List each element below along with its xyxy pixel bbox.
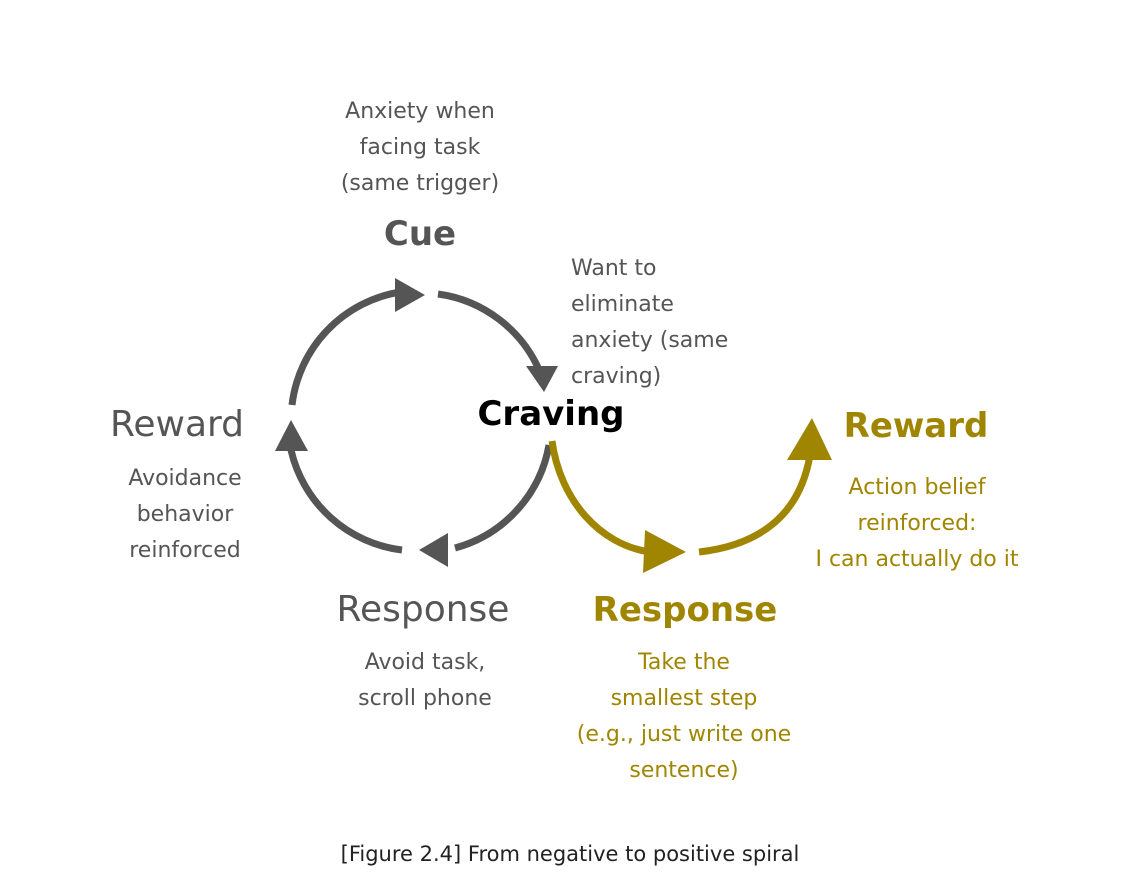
arrowhead-to-positive-response [643,530,686,573]
cue-description: Anxiety when facing task (same trigger) [320,94,520,202]
positive-response-desc-line: smallest step [610,686,758,711]
arc-craving-to-response [454,444,553,552]
positive-response-description: Take the smallest step (e.g., just write… [554,645,814,789]
craving-description: Want to eliminate anxiety (same craving) [571,251,728,395]
arc-positive-response-to-reward [698,454,814,556]
positive-reward-desc-line: reinforced: [857,511,977,536]
craving-desc-line: Want to [571,256,657,281]
negative-response-description: Avoid task, scroll phone [325,645,525,717]
craving-desc-line: craving) [571,364,662,389]
negative-reward-title: Reward [109,404,245,445]
arrowhead-to-cue [395,278,425,312]
arrowhead-to-response [419,533,448,567]
arc-cue-to-craving [437,290,544,374]
positive-reward-title: Reward [843,406,989,446]
cue-desc-line: facing task [359,135,481,160]
arrowhead-to-craving [526,366,558,392]
positive-response-desc-line: Take the [638,650,730,675]
response-desc-line: scroll phone [358,686,492,711]
arc-reward-to-cue [288,288,401,406]
craving-title: Craving [477,394,625,434]
cue-desc-line: (same trigger) [340,171,500,196]
reward-desc-line: Avoidance [128,466,242,491]
positive-response-desc-line: sentence) [629,758,739,783]
positive-reward-desc-line: Action belief [848,475,986,500]
craving-desc-line: eliminate [571,292,674,317]
negative-response-title: Response [336,589,510,630]
positive-response-desc-line: (e.g., just write one [576,722,792,747]
negative-reward-description: Avoidance behavior reinforced [85,461,285,569]
cue-desc-line: Anxiety when [345,99,495,124]
positive-response-title: Response [592,590,778,630]
positive-reward-desc-line: I can actually do it [815,547,1019,572]
arc-craving-to-positive-response [548,440,651,556]
reward-desc-line: behavior [136,502,234,527]
arrowhead-to-positive-reward [787,418,832,460]
positive-reward-description: Action belief reinforced: I can actually… [787,470,1047,578]
reward-desc-line: reinforced [129,538,241,563]
response-desc-line: Avoid task, [364,650,486,675]
arrowhead-to-reward [275,420,308,451]
craving-desc-line: anxiety (same [571,328,729,353]
arc-response-to-reward [287,449,403,554]
cue-title: Cue [383,214,457,254]
figure-caption: [Figure 2.4] From negative to positive s… [340,842,800,866]
